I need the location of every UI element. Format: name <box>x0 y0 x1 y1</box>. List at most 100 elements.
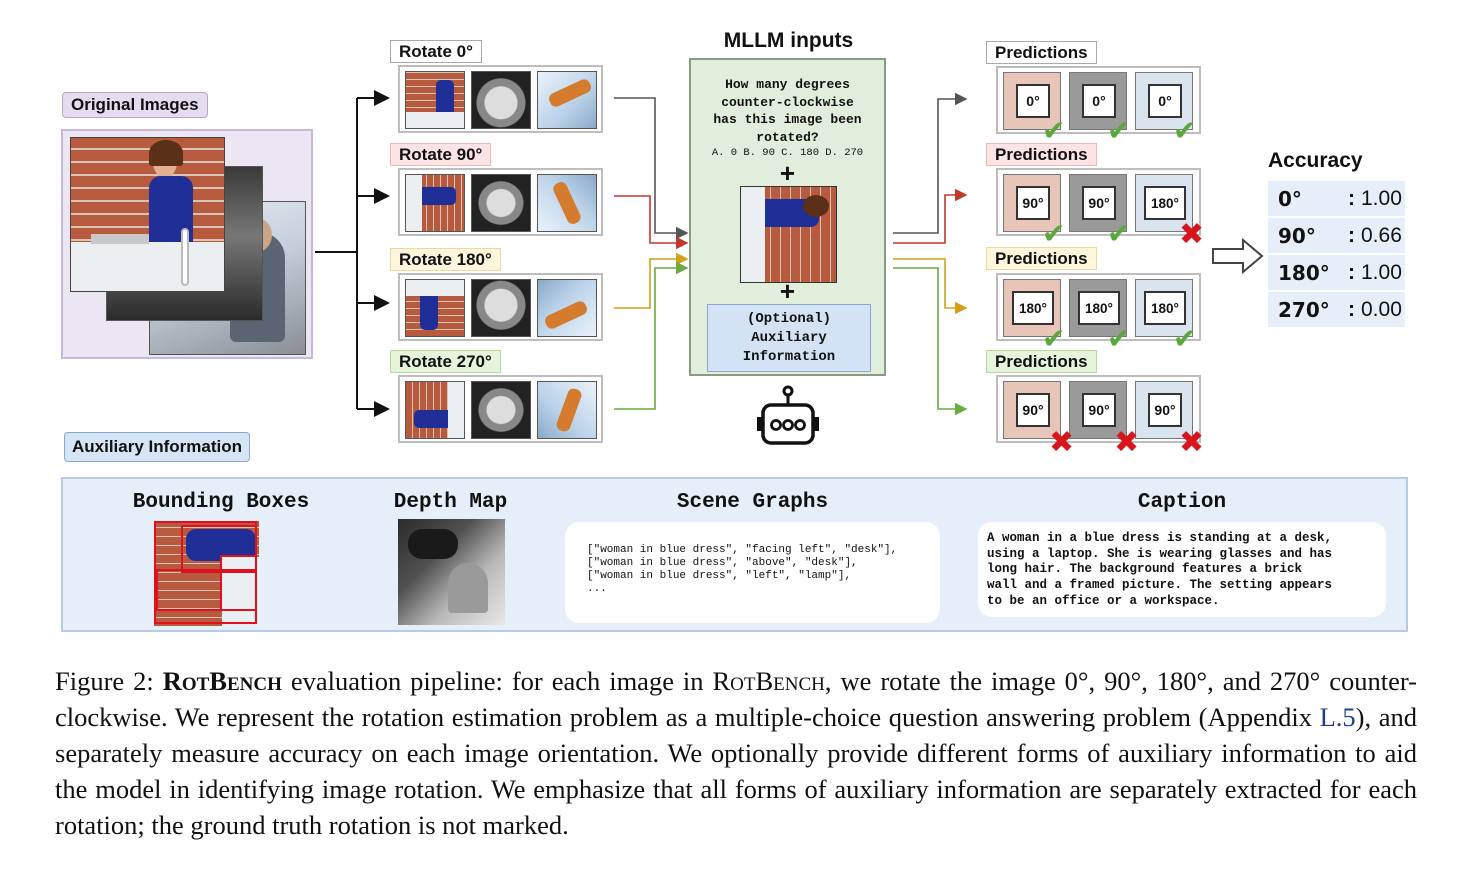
scene-graph-line-3: ["woman in blue dress", "left", "lamp"], <box>587 570 852 582</box>
prediction-thumb: 180° <box>1135 174 1193 232</box>
accuracy-sep: : <box>1348 186 1355 210</box>
figure-caption-name: RotBench <box>712 666 825 696</box>
check-icon: ✔ <box>1107 115 1131 146</box>
caption-line-1: A woman in a blue dress is standing at a… <box>987 531 1333 545</box>
prediction-value: 180° <box>1012 291 1054 325</box>
mllm-input-image <box>740 186 837 283</box>
accuracy-label: 0° <box>1278 186 1302 211</box>
scene-graph-line-4: ... <box>587 583 607 595</box>
optional-line-2: Auxiliary <box>751 330 827 346</box>
check-icon: ✔ <box>1042 323 1066 354</box>
predictions-label-2: Predictions <box>986 247 1097 270</box>
prediction-thumb: 180° <box>1135 279 1193 337</box>
auxiliary-panel: Bounding Boxes Depth Map Scene Graphs ["… <box>61 477 1408 632</box>
question-line-4: rotated? <box>756 129 819 145</box>
figure-caption-part2: , we rotate the image 0°, 90°, 180°, and… <box>55 666 1417 732</box>
mllm-question: How many degrees counter-clockwise has t… <box>691 76 884 146</box>
prediction-value: 180° <box>1078 291 1120 325</box>
mllm-inputs-panel: How many degrees counter-clockwise has t… <box>689 58 886 376</box>
prediction-value: 90° <box>1016 186 1050 220</box>
predictions-label-0: Predictions <box>986 41 1097 64</box>
check-icon: ✔ <box>1042 115 1066 146</box>
mllm-inputs-title: MLLM inputs <box>723 29 854 52</box>
thumb-woman-0 <box>405 71 465 129</box>
caption-line-4: wall and a framed picture. The setting a… <box>987 578 1333 593</box>
accuracy-sep: : <box>1348 223 1355 247</box>
predictions-label-3: Predictions <box>986 350 1097 373</box>
cross-icon: ✖ <box>1049 426 1075 459</box>
figure-caption-prefix: Figure 2: <box>55 666 163 696</box>
prediction-value: 90° <box>1016 393 1050 427</box>
prediction-value: 180° <box>1144 291 1186 325</box>
prediction-thumb: 180° <box>1069 279 1127 337</box>
plus-icon-2: + <box>779 276 796 306</box>
check-icon: ✔ <box>1042 218 1066 249</box>
prediction-thumb: 90° <box>1003 174 1061 232</box>
accuracy-value: 0.66 <box>1361 223 1402 247</box>
check-icon: ✔ <box>1107 218 1131 249</box>
scene-graphs-title: Scene Graphs <box>676 491 829 514</box>
cross-icon: ✖ <box>1179 218 1205 251</box>
check-icon: ✔ <box>1173 115 1197 146</box>
check-icon: ✔ <box>1107 323 1131 354</box>
depth-map-image <box>398 519 505 625</box>
accuracy-value: 1.00 <box>1361 186 1402 210</box>
accuracy-row-3: 270° : 0.00 <box>1268 292 1405 328</box>
cross-icon: ✖ <box>1179 426 1205 459</box>
prediction-thumb: 180° <box>1003 279 1061 337</box>
rotate-90-images <box>398 168 603 236</box>
mllm-choices: A. 0 B. 90 C. 180 D. 270 <box>711 147 864 159</box>
thumb-dog-180 <box>471 279 531 337</box>
thumb-woman-180 <box>405 279 465 337</box>
rotate-180-label: Rotate 180° <box>390 248 501 271</box>
figure-caption-part3: ), and separately measure accuracy on ea… <box>55 702 1418 840</box>
prediction-value: 90° <box>1148 393 1182 427</box>
prediction-thumb: 90° <box>1135 381 1193 439</box>
thumb-man-180 <box>537 279 597 337</box>
original-images-label: Original Images <box>62 92 208 118</box>
scene-graph-line-1: ["woman in blue dress", "facing left", "… <box>587 544 898 556</box>
rotate-0-images <box>398 65 603 133</box>
accuracy-value: 1.00 <box>1361 260 1402 284</box>
accuracy-sep: : <box>1348 260 1355 284</box>
prediction-value: 0° <box>1082 84 1116 118</box>
thumb-dog-270 <box>471 381 531 439</box>
predictions-row-2: 180° 180° 180° <box>996 273 1201 341</box>
robot-icon <box>757 385 819 445</box>
auxiliary-information-label: Auxiliary Information <box>64 432 251 462</box>
thumb-woman-270 <box>405 381 465 439</box>
accuracy-row-0: 0° : 1.00 <box>1268 181 1405 217</box>
optional-line-1: (Optional) <box>746 311 831 327</box>
rotate-270-images <box>398 375 603 443</box>
accuracy-row-1: 90° : 0.66 <box>1268 218 1405 254</box>
accuracy-sep: : <box>1348 297 1355 321</box>
thumb-dog-90 <box>471 174 531 232</box>
prediction-thumb: 90° <box>1003 381 1061 439</box>
caption-line-5: to be an office or a workspace. <box>987 593 1220 608</box>
prediction-thumb: 90° <box>1069 381 1127 439</box>
caption-card: A woman in a blue dress is standing at a… <box>978 522 1386 617</box>
accuracy-title: Accuracy <box>1268 149 1363 172</box>
caption-title: Caption <box>1137 491 1227 514</box>
prediction-value: 90° <box>1082 186 1116 220</box>
prediction-thumb: 0° <box>1069 72 1127 130</box>
thumb-woman-90 <box>405 174 465 232</box>
question-line-3: has this image been <box>713 112 862 127</box>
question-line-2: counter-clockwise <box>721 94 854 110</box>
scene-graph-line-2: ["woman in blue dress", "above", "desk"]… <box>587 557 858 569</box>
predictions-row-1: 90° 90° 180° <box>996 168 1201 236</box>
thumb-man-0 <box>537 71 597 129</box>
appendix-link[interactable]: L.5 <box>1319 702 1356 732</box>
predictions-row-0: 0° 0° 0° <box>996 66 1201 134</box>
optional-auxiliary-box: (Optional) Auxiliary Information <box>707 304 871 372</box>
figure-caption: Figure 2: RotBench evaluation pipeline: … <box>55 663 1417 843</box>
caption-line-3: long hair. The background features a bri… <box>987 562 1303 577</box>
prediction-value: 0° <box>1016 84 1050 118</box>
prediction-thumb: 90° <box>1069 174 1127 232</box>
figure-caption-part1: evaluation pipeline: for each image in <box>281 666 713 696</box>
thumb-dog-0 <box>471 71 531 129</box>
accuracy-label: 270° <box>1278 297 1330 322</box>
thumb-man-270 <box>537 381 597 439</box>
scene-graphs-card: ["woman in blue dress", "facing left", "… <box>565 522 940 623</box>
cross-icon: ✖ <box>1114 426 1140 459</box>
